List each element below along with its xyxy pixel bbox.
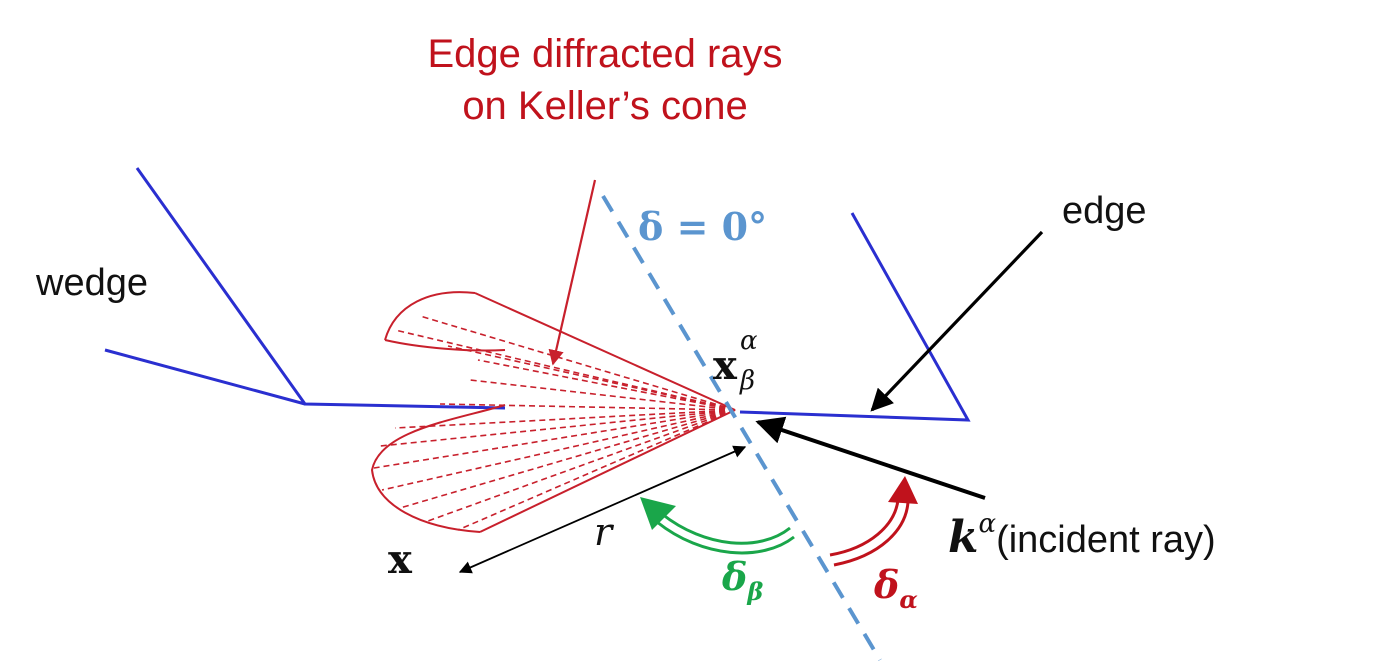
title-line-2: on Keller’s cone — [462, 84, 748, 128]
diffraction-point-sub: β — [740, 366, 756, 396]
point-x-label: x — [388, 536, 412, 583]
incident-ray-arrow — [755, 416, 986, 500]
delta-zero-line — [601, 194, 882, 662]
cone-top-edge — [474, 292, 736, 411]
incident-symbol-sup: α — [978, 509, 997, 539]
incident-ray-text: (incident ray) — [996, 519, 1216, 561]
delta-alpha-base: δ — [874, 562, 900, 607]
right-wedge — [739, 212, 971, 422]
diffraction-point-sup: α — [740, 326, 758, 356]
cone-rim-back — [384, 339, 506, 352]
delta-alpha-arc-arrow — [829, 476, 918, 567]
incident-symbol: k — [948, 512, 979, 563]
distance-r-arrow — [458, 445, 747, 574]
delta-beta-arc-arrow — [640, 497, 795, 555]
diffraction-point-base: x — [713, 342, 737, 389]
delta-beta-label: δβ — [722, 554, 763, 606]
delta-beta-base: δ — [722, 554, 748, 599]
diffraction-point-label: x α β — [713, 326, 758, 396]
title-line-1: Edge diffracted rays — [427, 32, 783, 76]
title-pointer-arrow — [548, 179, 597, 366]
wedge-label: wedge — [36, 262, 148, 304]
left-wedge — [104, 167, 506, 410]
distance-r-label: r — [594, 510, 613, 554]
keller-cone — [370, 291, 736, 533]
delta-beta-sub: β — [747, 577, 764, 606]
edge-label: edge — [1062, 190, 1147, 232]
delta-alpha-sub: α — [899, 585, 918, 614]
cone-rim-upper — [384, 291, 476, 341]
delta-alpha-label: δα — [874, 562, 918, 614]
diagram-title: Edge diffracted rays on Keller’s cone — [360, 28, 850, 132]
cone-rim-lower — [370, 404, 506, 533]
incident-ray-label: kα(incident ray) — [948, 509, 1216, 563]
edge-pointer-arrow — [870, 230, 1044, 412]
delta-zero-label: δ = 0° — [638, 204, 768, 249]
